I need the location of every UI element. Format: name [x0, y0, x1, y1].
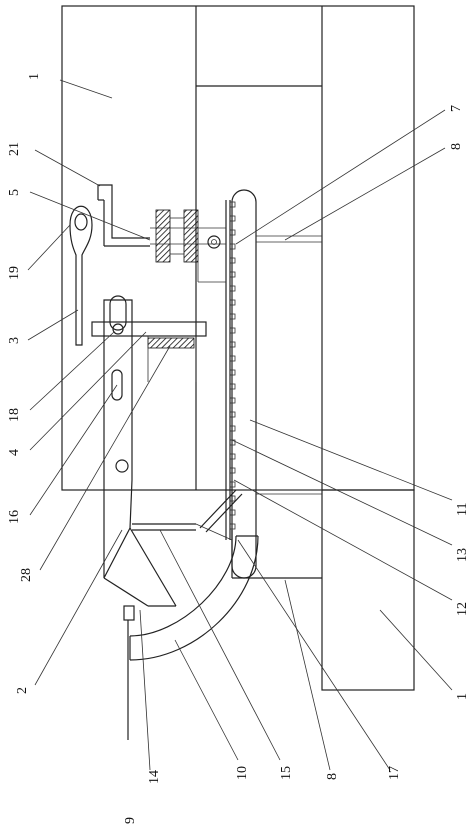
label-13: 13: [455, 548, 470, 562]
label-12: 12: [455, 602, 470, 616]
lever-arm: [103, 295, 177, 607]
stem: [123, 605, 135, 740]
label-1-bottom: 1: [455, 693, 470, 700]
label-5: 5: [7, 189, 22, 196]
label-16: 16: [7, 510, 22, 524]
label-28: 28: [19, 568, 34, 582]
label-10: 10: [235, 766, 250, 780]
label-9: 9: [123, 817, 138, 824]
diagonal-rod: [199, 489, 243, 533]
label-15: 15: [279, 766, 294, 780]
label-11: 11: [455, 503, 470, 516]
label-17: 17: [387, 766, 402, 780]
label-14: 14: [147, 770, 162, 784]
label-3: 3: [7, 337, 22, 344]
housing-body: [61, 5, 415, 491]
label-2: 2: [15, 687, 30, 694]
keyhole-slot: [69, 205, 93, 346]
label-18: 18: [7, 408, 22, 422]
label-8-bottom: 8: [325, 773, 340, 780]
clamp-assembly: [150, 209, 226, 283]
label-7: 7: [449, 105, 464, 112]
cross-plate: [91, 321, 207, 349]
label-8-top: 8: [449, 143, 464, 150]
arc-guide: [129, 535, 259, 661]
reference-labels: 1 7 8 21 5 19 3 18 4 16 28 2 9 14 10 15 …: [7, 73, 470, 824]
link-rod: [132, 523, 233, 541]
label-21: 21: [7, 142, 22, 156]
rack-bar: [225, 200, 231, 540]
housing-lower: [231, 489, 415, 691]
vertical-guides: [147, 336, 197, 382]
label-1-top: 1: [27, 73, 42, 80]
leader-lines: [27, 79, 453, 771]
label-4: 4: [7, 449, 22, 456]
label-19: 19: [7, 266, 22, 280]
bracket: [97, 184, 150, 247]
slide-rail: [231, 189, 322, 579]
